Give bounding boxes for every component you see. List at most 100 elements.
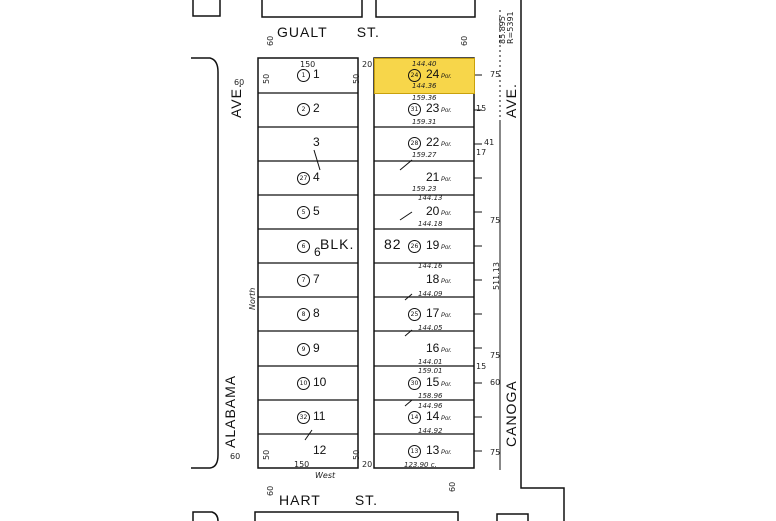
- lot-number[interactable]: 19 Por.: [426, 238, 452, 252]
- portion-label: Por.: [439, 74, 452, 80]
- street-label-gualt: GUALT ST.: [277, 24, 380, 40]
- dim-canoga-75-bottom: 75: [490, 448, 501, 457]
- lot-number[interactable]: 24 Por.: [426, 67, 452, 81]
- lot-boundary-dimension: 144.92: [418, 427, 443, 435]
- lot-number[interactable]: 10: [313, 374, 327, 389]
- dim-left-bottom-depth: 50: [262, 449, 271, 460]
- dim-canoga-total: 511.13: [492, 262, 501, 290]
- lot-number-text: 16: [426, 340, 440, 355]
- lot-number[interactable]: 3: [313, 135, 320, 150]
- lot-number[interactable]: 1: [313, 67, 320, 81]
- lot-boundary-dimension: 158.96: [418, 392, 443, 400]
- street-label-alabama-ave: AVE.: [228, 83, 244, 118]
- lot-number[interactable]: 15 Por.: [426, 375, 452, 389]
- lot-boundary-dimension: 144.96: [418, 402, 443, 410]
- portion-label: Por.: [439, 176, 452, 183]
- portion-label: Por.: [439, 210, 452, 217]
- lot-circle-id: 27: [297, 171, 310, 185]
- lot-boundary-dimension: 144.40: [412, 60, 437, 68]
- street-label-canoga: CANOGA: [503, 380, 519, 447]
- dim-canoga-75-mid: 75: [490, 216, 501, 225]
- lot-circle-id: 7: [297, 274, 310, 288]
- lot-circle-id: 5: [297, 205, 310, 219]
- dim-street-alabama-bottom: 60: [230, 452, 241, 461]
- lot-number[interactable]: 4: [313, 169, 320, 184]
- lot-number[interactable]: 6: [314, 245, 321, 259]
- lot-number[interactable]: 21 Por.: [426, 170, 452, 184]
- portion-label: Por.: [439, 313, 452, 320]
- lot-circle-id: 26: [408, 240, 421, 253]
- lot-circle-id: 30: [408, 376, 421, 390]
- dim-top-right-b: R=5391: [506, 11, 515, 44]
- portion-label: Por.: [439, 347, 452, 354]
- lot-circle-id: 1: [297, 69, 310, 82]
- lot-number[interactable]: 17 Por.: [426, 306, 452, 320]
- lot-number[interactable]: 12: [313, 443, 327, 458]
- lot-number[interactable]: 8: [313, 306, 320, 321]
- lot-circle-id: 13: [408, 445, 421, 459]
- lot-circle-id: 6: [297, 240, 310, 253]
- dim-left-top-depth: 50: [262, 73, 271, 84]
- lot-number[interactable]: 20 Por.: [426, 204, 452, 218]
- lot-number-text: 20: [426, 203, 440, 218]
- lot-number[interactable]: 16 Por.: [426, 341, 452, 355]
- dim-canoga-17: 17: [476, 148, 487, 157]
- lot-number[interactable]: 11: [313, 409, 326, 423]
- dim-canoga-75-low: 75: [490, 351, 501, 360]
- dim-canoga-15-a: 15: [476, 104, 487, 113]
- portion-label: Por.: [439, 450, 452, 457]
- lot-number[interactable]: 23 Por.: [426, 101, 452, 115]
- lot-number[interactable]: 22 Por.: [426, 135, 452, 149]
- lot-boundary-dimension: 144.36: [412, 82, 437, 90]
- lot-number[interactable]: 7: [313, 272, 320, 287]
- lot-boundary-dimension: 144.05: [418, 324, 443, 332]
- lot-circle-id: 31: [408, 103, 421, 117]
- lot-number-text: 24: [426, 67, 440, 81]
- dim-gap-top: 20: [362, 60, 373, 69]
- portion-label: Por.: [439, 245, 452, 251]
- lot-number[interactable]: 9: [313, 340, 320, 355]
- lot-boundary-dimension: 123.90 c.: [404, 461, 437, 469]
- lot-number[interactable]: 18 Por.: [426, 272, 452, 286]
- lot-number-text: 19: [426, 238, 440, 252]
- lot-circle-id: 8: [297, 308, 310, 322]
- lot-circle-id: 10: [297, 376, 310, 390]
- lot-circle-id: 28: [408, 137, 421, 151]
- dim-canoga-75-top: 75: [490, 70, 501, 79]
- block-number: 82: [384, 236, 402, 252]
- lot-boundary-dimension: 159.36: [412, 94, 437, 102]
- dim-street-gualt-right: 60: [460, 35, 469, 46]
- highlighted-parcel[interactable]: [374, 58, 475, 94]
- lot-boundary-dimension: 144.01: [418, 358, 443, 366]
- note-north: North: [248, 287, 257, 310]
- lot-boundary-dimension: 144.18: [418, 220, 443, 228]
- lot-number[interactable]: 5: [313, 203, 320, 218]
- lot-circle-id: 25: [408, 308, 421, 322]
- block-label: BLK.: [320, 236, 355, 252]
- lot-boundary-dimension: 159.27: [412, 151, 437, 159]
- dim-street-hart-left: 60: [266, 485, 275, 496]
- lot-circle-id: 24: [408, 69, 421, 82]
- dim-canoga-15-b: 15: [476, 362, 487, 371]
- dim-top-width: 150: [300, 60, 316, 69]
- portion-label: Por.: [439, 279, 452, 286]
- street-label-hart: HART ST.: [279, 492, 379, 508]
- dim-street-gualt-left: 60: [266, 35, 275, 46]
- lot-number-text: 18: [426, 272, 440, 287]
- dim-street-hart-right: 60: [448, 481, 457, 492]
- lot-number-text: 17: [426, 306, 440, 321]
- dim-gap-bottom: 20: [362, 460, 373, 469]
- lot-boundary-dimension: 159.23: [412, 185, 437, 193]
- dim-mid-bottom-depth: 50: [352, 449, 361, 460]
- dim-street-alabama-top: 60: [234, 78, 245, 87]
- lot-number[interactable]: 14 Por.: [426, 409, 452, 423]
- note-west: West: [315, 471, 336, 480]
- dim-left-mid-depth: 50: [352, 73, 361, 84]
- lot-number[interactable]: 2: [313, 101, 320, 116]
- portion-label: Por.: [439, 416, 452, 422]
- lot-number-text: 15: [426, 374, 440, 389]
- lot-boundary-dimension: 159.01: [418, 367, 443, 375]
- dim-canoga-60: 60: [490, 378, 501, 387]
- lot-number[interactable]: 13 Por.: [426, 443, 452, 457]
- dim-bottom-width: 150: [294, 460, 310, 469]
